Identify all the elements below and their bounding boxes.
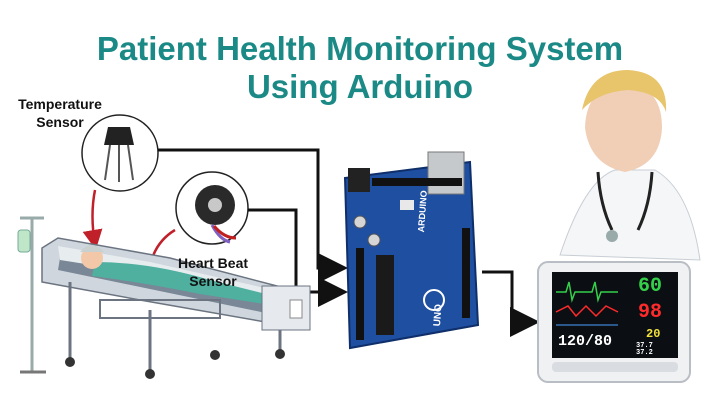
title-line-2: Using Arduino	[246, 68, 474, 105]
arduino-uno-board	[343, 151, 480, 350]
temperature-label-line-2: Sensor	[36, 114, 84, 130]
temp-sensor-link	[82, 189, 103, 250]
heartbeat-label-line-1: Heart Beat	[177, 255, 249, 271]
monitor-heart-rate: 60	[638, 275, 663, 298]
title-line-1: Patient Health Monitoring System	[96, 30, 624, 67]
temperature-sensor-label: Temperature Sensor	[0, 95, 120, 131]
patient-bed-illustration	[17, 216, 311, 379]
heartbeat-label-line-2: Sensor	[189, 273, 237, 289]
monitor-blood-pressure: 120/80	[558, 333, 613, 350]
monitor-temp-a: 37.7	[636, 342, 653, 350]
monitor-temp-b: 37.2	[636, 349, 653, 357]
heartbeat-to-arduino-arrow	[248, 208, 348, 307]
doctor-illustration	[559, 70, 701, 261]
monitor-resp: 20	[646, 327, 661, 341]
page-title: Patient Health Monitoring System Using A…	[0, 30, 720, 106]
temp-to-arduino-arrow	[158, 148, 348, 283]
monitor-spo2: 98	[638, 301, 663, 324]
arduino-to-monitor-arrow	[482, 270, 540, 337]
heartbeat-sensor-label: Heart Beat Sensor	[168, 254, 258, 290]
temperature-label-line-1: Temperature	[18, 96, 102, 112]
arduino-model-text: UNO	[432, 303, 445, 327]
heartbeat-sensor-image	[175, 171, 249, 245]
patient-monitor	[537, 261, 691, 383]
temperature-sensor-image	[81, 114, 159, 192]
